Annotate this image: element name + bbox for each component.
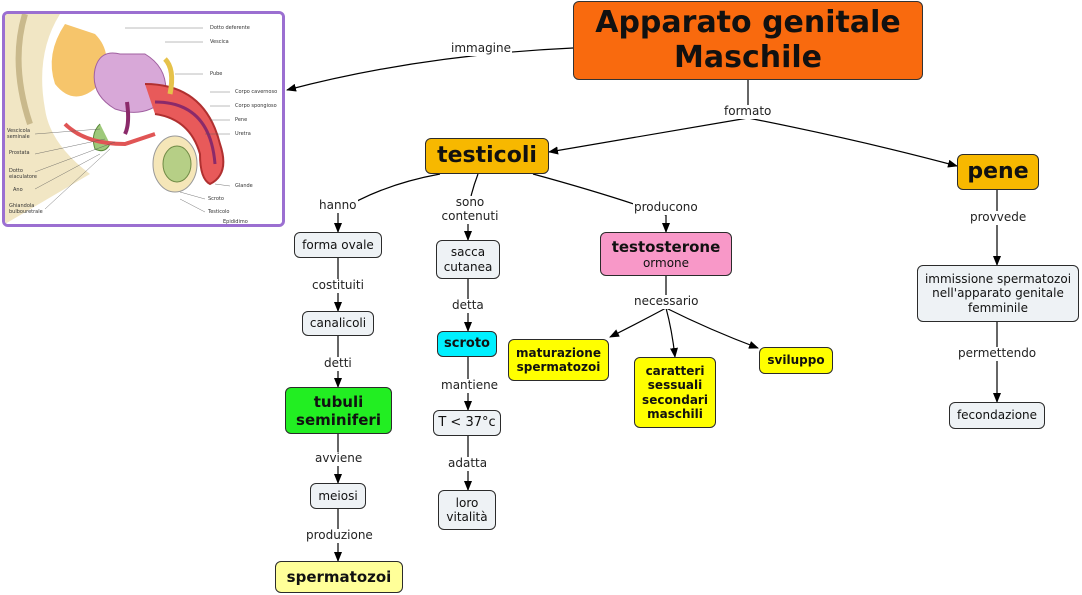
anatomy-label: Vescicola seminale xyxy=(7,128,31,140)
node-sviluppo[interactable]: sviluppo xyxy=(759,347,833,374)
link-label-hanno: hanno xyxy=(318,198,358,213)
anatomy-label: Uretra xyxy=(235,131,251,137)
title-line-1: Apparato genitale xyxy=(595,5,901,40)
anatomy-label: Corpo cavernoso xyxy=(235,89,278,95)
anatomy-image: Dotto deferente Vescica Pube Corpo caver… xyxy=(2,11,285,227)
anatomy-label: Vescica xyxy=(210,39,229,45)
anatomy-label: Dotto deferente xyxy=(210,25,250,31)
anatomy-label: Prostata xyxy=(9,150,30,156)
anatomy-label: Ghiandola bulbouretrale xyxy=(9,203,43,215)
title-line-2: Maschile xyxy=(673,39,822,75)
link-label-formato: formato xyxy=(723,104,773,119)
link-label-detta: detta xyxy=(451,298,485,313)
link-label-provvede: provvede xyxy=(969,210,1028,225)
link-label-costituiti: costituiti xyxy=(311,278,365,293)
link-label-produzione: produzione xyxy=(305,528,374,543)
anatomy-drawing xyxy=(5,14,282,224)
link-label-immagine: immagine xyxy=(450,41,513,56)
anatomy-label: Pene xyxy=(235,117,248,123)
node-vitalita[interactable]: loro vitalità xyxy=(438,490,496,530)
node-meiosi[interactable]: meiosi xyxy=(310,483,366,509)
anatomy-label: Testicolo xyxy=(208,209,230,215)
link-formato-testicoli xyxy=(548,117,749,155)
anatomy-label: Dotto eiaculatore xyxy=(9,168,37,180)
node-caratteri[interactable]: caratteri sessuali secondari maschili xyxy=(634,357,716,428)
node-sacca-cutanea[interactable]: sacca cutanea xyxy=(436,240,500,279)
node-scroto[interactable]: scroto xyxy=(437,331,497,357)
link-nec-caratteri xyxy=(665,307,678,358)
anatomy-label: Ano xyxy=(13,187,23,193)
node-forma-ovale[interactable]: forma ovale xyxy=(294,232,382,258)
ormone-label: ormone xyxy=(642,255,690,270)
link-formato-pene xyxy=(747,117,958,168)
anatomy-label: Epididimo xyxy=(223,219,248,225)
node-tubuli-seminiferi[interactable]: tubuli seminiferi xyxy=(285,387,392,434)
anatomy-label: Corpo spongioso xyxy=(235,103,277,109)
link-label-necessario: necessario xyxy=(633,294,700,309)
link-label-detti: detti xyxy=(323,356,353,371)
link-nec-maturazione xyxy=(609,307,667,338)
link-label-permettendo: permettendo xyxy=(957,346,1038,361)
anatomy-label: Scroto xyxy=(208,196,224,202)
link-label-sono-contenuti: sono contenuti xyxy=(438,195,502,224)
title-node[interactable]: Apparato genitale Maschile xyxy=(573,1,923,80)
link-label-avviene: avviene xyxy=(314,451,364,466)
node-testosterone[interactable]: testosterone ormone xyxy=(600,232,732,276)
node-fecondazione[interactable]: fecondazione xyxy=(949,402,1045,429)
anatomy-label: Pube xyxy=(210,71,223,77)
node-maturazione[interactable]: maturazione spermatozoi xyxy=(508,339,609,381)
link-label-producono: producono xyxy=(633,200,699,215)
link-immagine xyxy=(286,47,574,92)
node-pene[interactable]: pene xyxy=(957,154,1039,190)
anatomy-label: Glande xyxy=(235,183,253,189)
link-label-mantiene: mantiene xyxy=(440,378,500,393)
node-canalicoli[interactable]: canalicoli xyxy=(302,311,374,336)
node-temperatura[interactable]: T < 37°c xyxy=(433,410,501,436)
link-nec-sviluppo xyxy=(665,307,759,349)
testosterone-label: testosterone xyxy=(611,237,721,256)
node-spermatozoi[interactable]: spermatozoi xyxy=(275,561,403,593)
link-label-adatta: adatta xyxy=(447,456,489,471)
node-immissione[interactable]: immissione spermatozoi nell'apparato gen… xyxy=(917,265,1079,322)
node-testicoli[interactable]: testicoli xyxy=(425,138,549,174)
